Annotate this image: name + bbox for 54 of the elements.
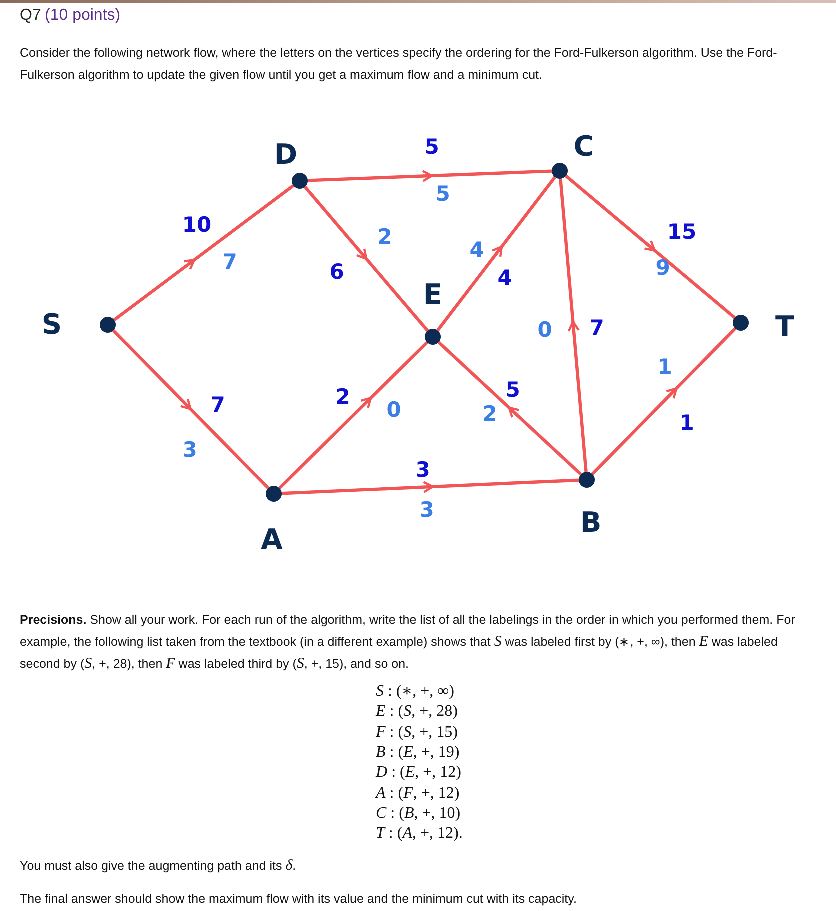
capacity-label: 10 <box>182 214 212 236</box>
flow-label: 2 <box>482 403 498 425</box>
flow-arrow <box>113 184 295 322</box>
points-label: (10 points) <box>45 7 121 25</box>
capacity-label: 7 <box>210 394 226 416</box>
note-text: The final answer should show the maximum flow with its value and the minimum cut with its capacity. <box>20 891 578 908</box>
flow-label: 9 <box>656 257 670 279</box>
flow-label: 3 <box>420 499 434 521</box>
vertex-label: S <box>42 310 62 340</box>
flow-label: 0 <box>386 399 402 421</box>
vertex-label: D <box>274 140 298 170</box>
precisions-paragraph: Precisions. Show all your work. For each run of the algorithm, write the list of all the labelings in the order in which you performed them. For example, the following list taken from the textbook (in a different example) shows that S was labeled first by (∗, +, ∞), then E was labeled second by (S, +, 28), then F was labeled third by (S, +, 15), and so on. <box>20 612 796 674</box>
question-title: Q7 <box>20 7 42 25</box>
capacity-label: 4 <box>498 267 512 289</box>
capacity-label: 2 <box>336 386 350 408</box>
flow-arrow <box>436 176 556 332</box>
vertex-label: A <box>261 525 283 555</box>
labeling-line: E : (S, +, 28) <box>376 702 458 722</box>
capacity-label: 5 <box>424 136 440 158</box>
labeling-line: F : (S, +, 15) <box>376 722 458 743</box>
flow-arrow <box>112 330 270 490</box>
flow-label: 0 <box>538 319 552 341</box>
vertex-label: C <box>574 132 594 162</box>
flow-arrow <box>565 174 736 320</box>
labeling-line: B : (E, +, 19) <box>376 742 460 763</box>
flow-label: 3 <box>182 439 198 461</box>
labeling-line: A : (F, +, 12) <box>376 784 460 804</box>
capacity-label: 6 <box>330 261 344 283</box>
labeling-line: T : (A, +, 12). <box>376 824 463 844</box>
labeling-line: C : (B, +, 10) <box>376 804 461 824</box>
flow-arrow <box>438 341 582 476</box>
flow-arrow <box>282 478 580 496</box>
capacity-label: 5 <box>506 379 520 401</box>
flow-arrow <box>591 328 737 476</box>
labeling-line: S : (∗, +, ∞) <box>376 682 454 702</box>
flow-arrow <box>559 178 588 472</box>
flow-label: 5 <box>436 183 450 205</box>
flow-label: 4 <box>470 239 484 261</box>
vertex-label: E <box>423 280 443 310</box>
vertex-label: T <box>775 312 795 342</box>
capacity-label: 15 <box>667 221 697 243</box>
flow-label: 2 <box>378 226 392 248</box>
flow-label: 7 <box>222 251 238 273</box>
labeling-line: D : (E, +, 12) <box>376 763 462 784</box>
instructions-paragraph: Consider the following network flow, where the letters on the vertices specify the ordering for the Ford-Fulkerson algorithm. Use the Ford-Fulkerson algorithm to update the given flow until you get a maximum flow and a minimum cut. <box>20 45 778 84</box>
capacity-label: 1 <box>680 412 694 434</box>
flow-arrow <box>304 186 430 332</box>
note-text: You must also give the augmenting path and its δ. <box>20 857 298 876</box>
flow-arrow <box>308 170 552 182</box>
vertex-label: B <box>580 508 602 538</box>
flow-arrow <box>278 341 428 490</box>
flow-label: 1 <box>658 356 672 378</box>
capacity-label: 7 <box>590 317 604 339</box>
capacity-label: 3 <box>416 459 430 481</box>
